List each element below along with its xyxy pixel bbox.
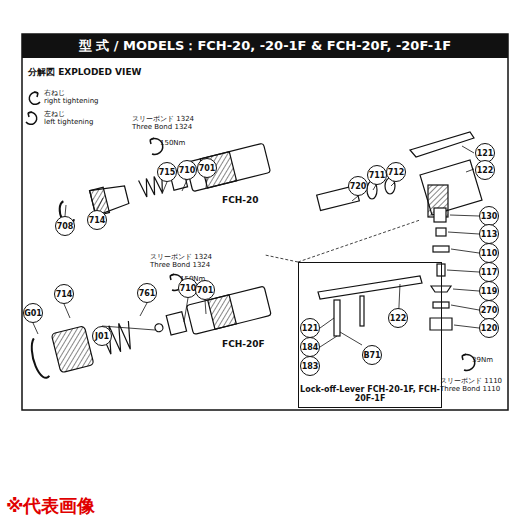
caption-note: ※代表画像 xyxy=(6,494,96,518)
callout-number: 715 xyxy=(157,162,177,182)
callout-number: J01 xyxy=(92,326,112,346)
model-name: FCH-20F xyxy=(222,340,265,350)
lock-off-lever-box: Lock-off-Lever FCH-20-1F, FCH-20F-1F xyxy=(298,262,442,408)
note-text: 39Nm xyxy=(472,357,493,365)
callout-number: 720 xyxy=(348,176,368,196)
callout-number: 121 xyxy=(300,318,320,338)
note-text: スリーボンド 1324 xyxy=(150,254,212,262)
callout-number: 701 xyxy=(197,158,217,178)
callout-number: 711 xyxy=(367,165,387,185)
callout-number: 712 xyxy=(386,162,406,182)
callout-number: 270 xyxy=(479,300,499,320)
callout-number: 183 xyxy=(300,356,320,376)
note-text: left tightening xyxy=(44,119,93,127)
callout-number: 714 xyxy=(54,284,74,304)
callout-number: 117 xyxy=(479,262,499,282)
callout-number: 122 xyxy=(475,160,495,180)
note-text: 150Nm xyxy=(160,140,185,148)
note-text: Three Bond 1110 xyxy=(440,386,500,394)
callout-number: G01 xyxy=(23,303,43,323)
callout-number: 130 xyxy=(479,206,499,226)
note-text: 左ねじ xyxy=(44,111,65,119)
section-heading: 分解図 EXPLODED VIEW xyxy=(28,68,142,78)
callout-number: 184 xyxy=(300,337,320,357)
title-bar-text: 型 式 / MODELS：FCH-20, -20-1F & FCH-20F, -… xyxy=(22,34,508,58)
callout-number: 714 xyxy=(87,210,107,230)
callout-number: 113 xyxy=(479,224,499,244)
callout-number: 708 xyxy=(55,216,75,236)
callout-number: 120 xyxy=(479,318,499,338)
note-text: right tightening xyxy=(44,98,99,106)
model-name: FCH-20 xyxy=(222,196,259,206)
note-text: 右ねじ xyxy=(44,90,65,98)
callout-number: 701 xyxy=(195,280,215,300)
note-text: Three Bond 1324 xyxy=(150,262,210,270)
callout-number: B71 xyxy=(362,345,382,365)
note-text: スリーボンド 1110 xyxy=(440,378,502,386)
callout-number: 710 xyxy=(177,160,197,180)
note-text: スリーボンド 1324 xyxy=(132,116,194,124)
callout-number: 119 xyxy=(479,281,499,301)
callout-number: 761 xyxy=(137,283,157,303)
box-heading: Lock-off-Lever FCH-20-1F, FCH-20F-1F xyxy=(299,385,441,403)
callout-number: 122 xyxy=(388,308,408,328)
note-text: Three Bond 1324 xyxy=(132,124,192,132)
callout-number: 110 xyxy=(479,243,499,263)
